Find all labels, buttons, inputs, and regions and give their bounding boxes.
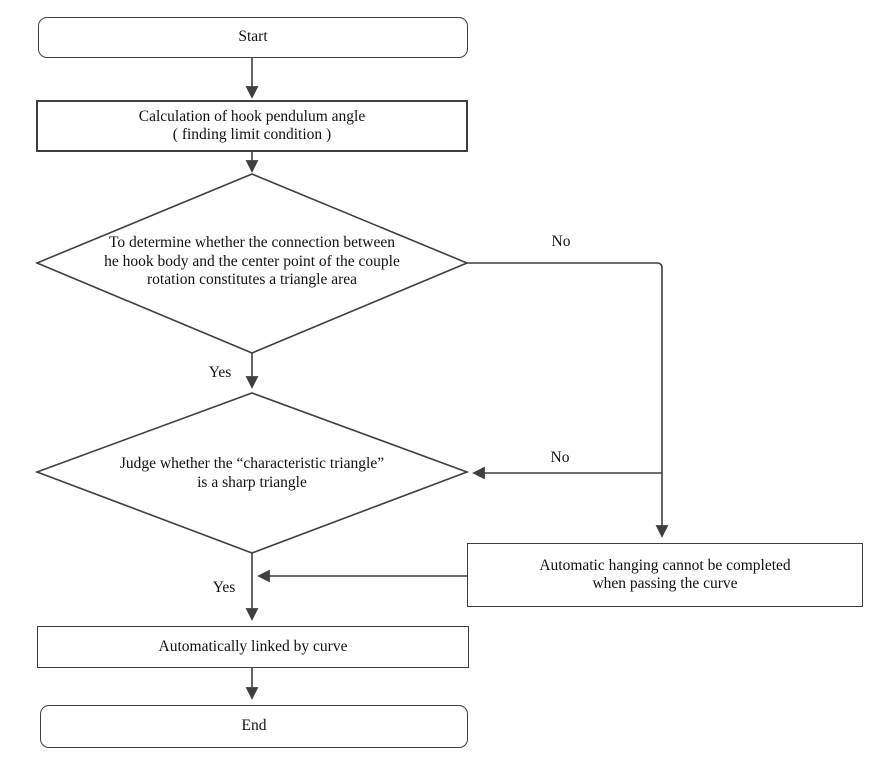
edge-label-no-2: No [550, 449, 570, 466]
node-autolink-label: Automatically linked by curve [158, 637, 348, 655]
node-autolink: Automatically linked by curve [37, 626, 469, 668]
decision2-shape [34, 392, 470, 554]
node-fail-line-1: Automatic hanging cannot be completed [539, 556, 791, 574]
node-end-label: End [241, 717, 267, 735]
node-start: Start [38, 17, 468, 58]
node-fail: Automatic hanging cannot be completed wh… [467, 543, 863, 607]
node-calculation: Calculation of hook pendulum angle ( fin… [36, 100, 468, 152]
edge-label-no-1: No [551, 233, 571, 250]
edge-label-yes-1: Yes [208, 364, 232, 381]
node-calculation-line-2: ( finding limit condition ) [172, 126, 332, 143]
node-start-label: Start [238, 28, 268, 46]
edge-label-yes-2: Yes [212, 579, 236, 596]
node-end: End [40, 705, 468, 748]
node-calculation-line-1: Calculation of hook pendulum angle [138, 107, 366, 125]
decision1-shape [34, 173, 470, 354]
node-fail-line-2: when passing the curve [592, 575, 738, 592]
edge-decision1-no-to-fail [467, 262, 669, 538]
